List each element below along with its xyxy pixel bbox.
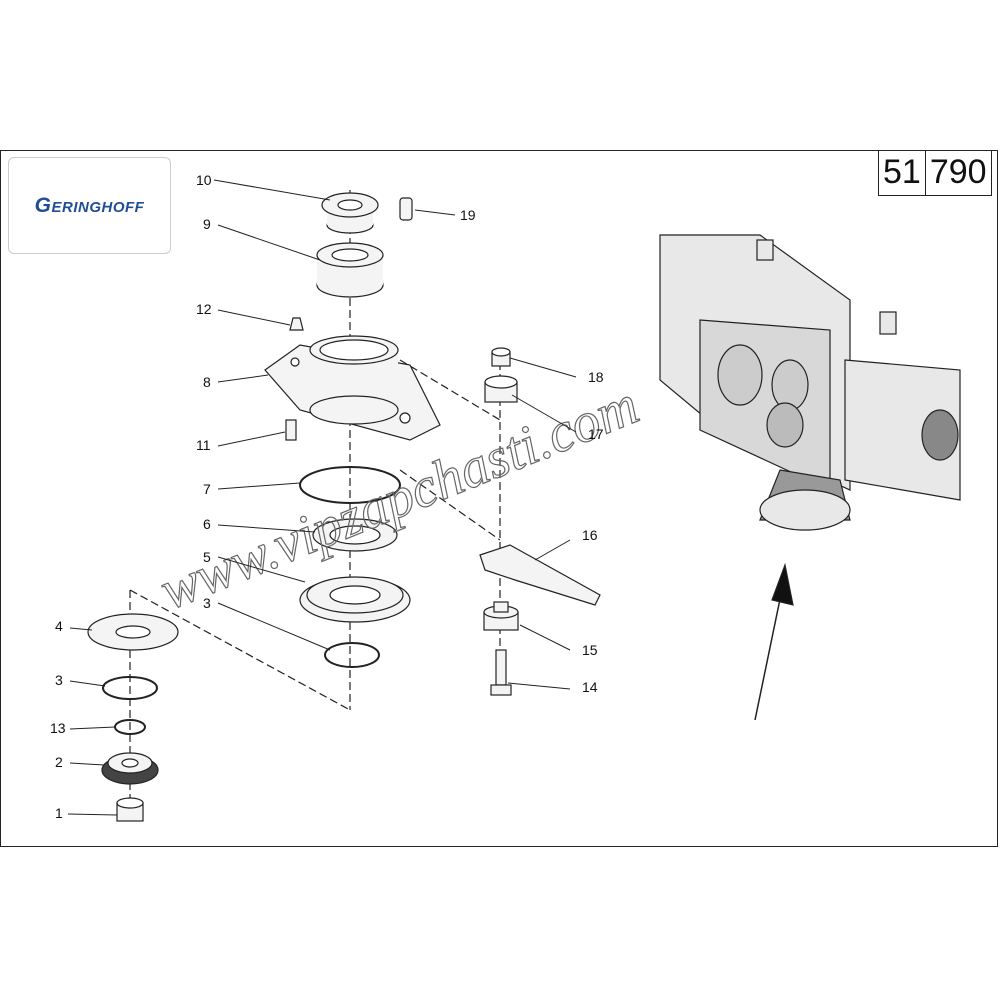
leader-line (217, 374, 269, 383)
callout-label-3: 3 (203, 595, 211, 611)
callout-label-3: 3 (55, 672, 63, 688)
callout-label-14: 14 (582, 679, 598, 695)
callout-label-1: 1 (55, 805, 63, 821)
callout-label-11: 11 (196, 437, 211, 453)
arrow-head-icon (771, 562, 794, 606)
leader-line (213, 179, 331, 201)
logo-text: Geringhoff (34, 193, 145, 217)
leader-line (217, 556, 306, 583)
callout-label-15: 15 (582, 642, 598, 658)
part-9-bearing (316, 242, 384, 298)
leader-line (217, 309, 291, 326)
parts (87, 190, 961, 822)
callout-label-19: 19 (460, 207, 476, 223)
sheet-number: 790 (929, 153, 987, 191)
callout-label-4: 4 (55, 618, 63, 634)
part-6-disc (312, 518, 398, 552)
callouts: 10 19 9 12 8 18 17 11 7 6 5 3 4 3 13 2 1 16 15 14 (50, 172, 604, 821)
callout-label-17: 17 (588, 426, 604, 442)
callout-label-12: 12 (196, 301, 212, 317)
callout-label-16: 16 (582, 527, 598, 543)
part-1-nut (116, 797, 144, 822)
leader-line (69, 726, 116, 730)
part-15-spacer (483, 601, 519, 631)
part-4-washer (87, 613, 179, 651)
callout-label-7: 7 (203, 481, 211, 497)
leader-line (217, 224, 321, 261)
leader-line (414, 209, 456, 216)
group-number: 51 (879, 150, 926, 195)
part-19-key (399, 197, 413, 221)
part-17-spacer (484, 375, 518, 403)
callout-label-5: 5 (203, 549, 211, 565)
callout-label-18: 18 (588, 369, 604, 385)
leader-line (511, 394, 577, 433)
part-18-nut (491, 347, 511, 367)
part-14-bolt (490, 649, 512, 696)
leader-line (217, 431, 286, 447)
part-11-screw (285, 419, 297, 441)
leader-line (217, 602, 331, 651)
page-number-box: 51 790 (878, 150, 992, 196)
part-8-flange (264, 335, 441, 441)
callout-label-6: 6 (203, 516, 211, 532)
leader-line (534, 539, 571, 561)
callout-label-13: 13 (50, 720, 66, 736)
callout-label-8: 8 (203, 374, 211, 390)
leader-line (217, 524, 316, 533)
leader-line (217, 482, 301, 490)
callout-label-2: 2 (55, 754, 63, 770)
drawing-frame (0, 150, 998, 847)
part-7-ring (299, 466, 401, 504)
part-3-ring-small (102, 676, 158, 700)
geringhoff-logo: Geringhoff (8, 157, 171, 254)
leader-line (69, 680, 106, 687)
gearbox-assembly (659, 234, 961, 531)
leader-line (67, 813, 118, 816)
leader-line (509, 357, 577, 378)
callout-label-10: 10 (196, 172, 212, 188)
part-5-disc (299, 576, 411, 623)
part-12-nut (289, 317, 304, 331)
leader-line (507, 682, 571, 690)
callout-label-9: 9 (203, 216, 211, 232)
part-2-bearing (101, 752, 159, 785)
leader-line (69, 762, 105, 766)
part-10-bushing (321, 192, 379, 234)
leader-line (69, 627, 93, 631)
part-3-ring (324, 642, 380, 668)
part-16-knife (479, 544, 601, 606)
leader-line (519, 624, 571, 651)
